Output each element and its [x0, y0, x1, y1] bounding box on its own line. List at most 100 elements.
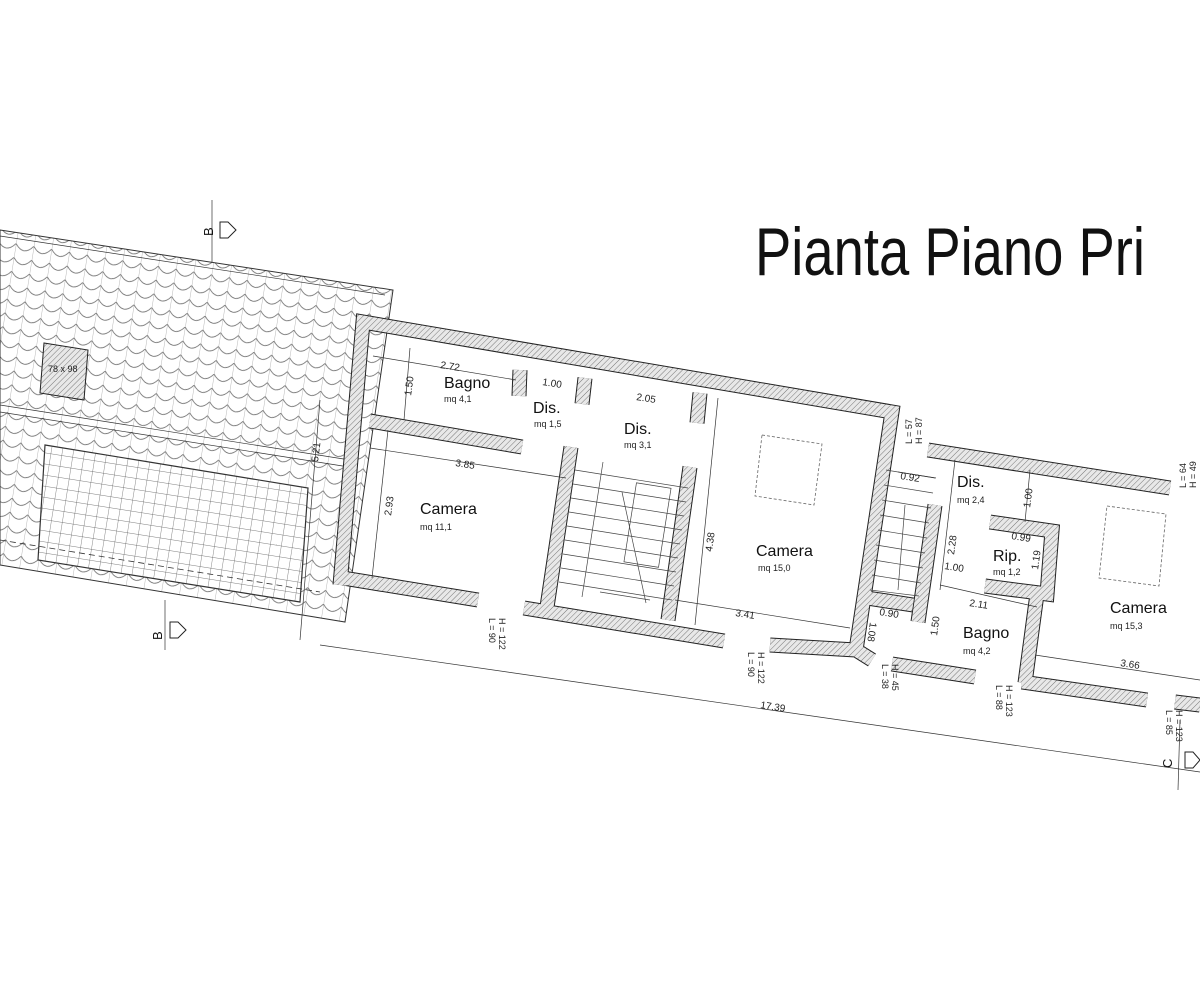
room-area: mq 15,0 [758, 563, 791, 573]
wall [690, 392, 707, 424]
room-name: Rip. [993, 548, 1021, 565]
label-text: 3.85 [455, 458, 476, 472]
label-text: L = 64 [1178, 463, 1188, 488]
label-text: 2.72 [440, 360, 461, 374]
wall [368, 414, 524, 454]
label-text: 2.28 [946, 534, 960, 555]
window-label: L = 64H = 49 [1178, 461, 1198, 488]
label-text: 1.00 [944, 561, 965, 575]
room-name: Dis. [624, 421, 652, 438]
label-text: L = 90 [487, 618, 497, 643]
dim-roof-depth: 5.21 [310, 441, 323, 462]
room-camera-3: Camera mq 15,3 [1110, 600, 1167, 631]
dimension-lines [319, 347, 1200, 773]
room-name: Dis. [957, 474, 985, 491]
window-label: L = 38H = 45 [880, 664, 900, 691]
label-text: 17.39 [760, 700, 787, 715]
wall [911, 504, 942, 623]
wall [890, 657, 977, 684]
wall [1174, 695, 1200, 712]
dimension-labels: 2.72 1.50 1.00 2.05 3.85 2.93 4.38 3.41 … [383, 360, 1141, 715]
room-name: Camera [1110, 600, 1167, 617]
label-text: 2.11 [969, 598, 990, 612]
window-label: L = 88H = 123 [994, 685, 1014, 717]
wall [769, 638, 876, 666]
window-label: L = 90H = 122 [487, 618, 507, 650]
label-text: 3.66 [1120, 658, 1141, 672]
label-text: L = 88 [994, 685, 1004, 710]
section-marker-c: C [1160, 719, 1200, 791]
room-dis-3: Dis. mq 2,4 [957, 474, 985, 505]
room-bagno-2: Bagno mq 4,2 [963, 625, 1009, 656]
room-bagno-1: Bagno mq 4,1 [444, 375, 490, 404]
wall [1018, 593, 1044, 684]
window-label: L = 90H = 122 [746, 652, 766, 684]
label-text: B [201, 227, 216, 236]
room-name: Camera [756, 543, 813, 560]
wall [522, 601, 726, 648]
label-text: H = 122 [497, 618, 507, 650]
label-text: 2.05 [636, 392, 657, 406]
skylights-rooms [754, 434, 1167, 587]
room-camera-1: Camera mq 11,1 [420, 501, 477, 532]
label-text: 0.90 [879, 607, 900, 621]
label-text: L = 90 [746, 652, 756, 677]
section-marker-b-top: B [201, 200, 237, 262]
wall [341, 571, 480, 607]
label-text: 1.50 [929, 615, 943, 636]
label-text: 1.19 [1030, 549, 1044, 570]
label-text: H = 122 [756, 652, 766, 684]
wall [333, 314, 900, 651]
room-name: Bagno [444, 375, 490, 392]
room-area: mq 2,4 [957, 495, 985, 505]
room-name: Camera [420, 501, 477, 518]
window-label: L = 57H = 87 [904, 417, 924, 444]
window-labels: L = 90H = 122 L = 90H = 122 L = 38H = 45… [487, 417, 1198, 742]
label-text: L = 57 [904, 419, 914, 444]
room-name: Dis. [533, 400, 561, 417]
room-area: mq 4,2 [963, 646, 991, 656]
solar-panels [37, 444, 309, 603]
wall [866, 591, 914, 612]
room-area: mq 15,3 [1110, 621, 1143, 631]
label-text: 2.93 [383, 495, 397, 516]
label-text: L = 38 [880, 664, 890, 689]
room-area: mq 11,1 [420, 522, 452, 532]
label-text: 0.92 [900, 471, 921, 485]
staircase-main [558, 461, 689, 604]
wall [926, 443, 1172, 495]
label-text: B [150, 631, 165, 640]
room-name: Bagno [963, 625, 1009, 642]
label-text: H = 123 [1174, 710, 1184, 742]
label-text: H = 45 [890, 664, 900, 691]
label-text: L = 85 [1164, 710, 1174, 735]
room-area: mq 3,1 [624, 440, 652, 450]
section-marker-b-bottom: B [150, 600, 187, 650]
label-text: 1.00 [1022, 487, 1036, 508]
wall [1021, 675, 1148, 707]
room-area: mq 1,2 [993, 567, 1021, 577]
plan-title: Pianta Piano Pri [755, 214, 1145, 290]
wall [575, 377, 592, 405]
wall [512, 369, 527, 397]
room-area: mq 4,1 [444, 394, 472, 404]
label-text: C [1160, 759, 1175, 768]
skylight: 78 x 98 [39, 342, 89, 401]
walls [332, 313, 1200, 713]
room-area: mq 1,5 [534, 419, 562, 429]
room-dis-1: Dis. mq 1,5 [533, 400, 562, 429]
label-text: H = 87 [914, 417, 924, 444]
skylight-label: 78 x 98 [48, 364, 78, 374]
label-text: 3.41 [735, 608, 756, 622]
label-text: 1.08 [864, 622, 878, 643]
label-text: 1.00 [542, 377, 563, 391]
room-camera-2: Camera mq 15,0 [756, 543, 813, 573]
label-text: H = 123 [1004, 685, 1014, 717]
roof-area: 78 x 98 5.21 [0, 229, 394, 641]
label-text: 0.99 [1011, 531, 1032, 545]
staircase-secondary [869, 469, 936, 597]
label-text: H = 49 [1188, 461, 1198, 488]
wall [984, 515, 1059, 602]
room-ripostiglio: Rip. mq 1,2 [993, 548, 1021, 577]
